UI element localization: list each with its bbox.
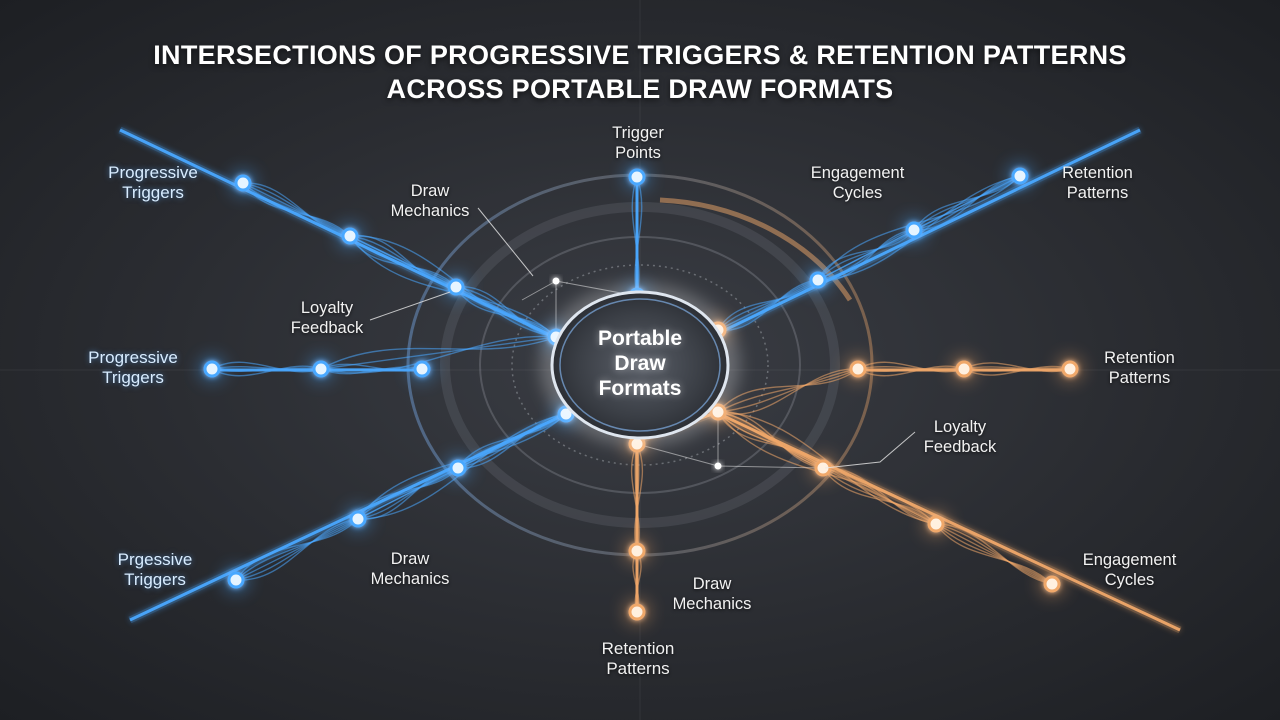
bundle-strand <box>242 182 351 237</box>
bundle-strand <box>235 518 359 581</box>
bundle-strand <box>935 523 1053 585</box>
node <box>341 227 359 245</box>
bundle-strand <box>717 368 859 415</box>
bundle-strand <box>235 518 359 581</box>
center-label: Portable Draw Formats <box>565 326 715 401</box>
thin-connector <box>521 280 557 301</box>
node <box>955 360 973 378</box>
bundle-strand <box>935 523 1053 585</box>
node <box>449 459 467 477</box>
bundle-strand <box>320 336 557 370</box>
center-label-line-1: Portable <box>597 327 683 350</box>
bundle-strand <box>935 523 1053 585</box>
center-label-line-3: Formats <box>598 377 682 400</box>
bundle-strand <box>717 368 859 413</box>
bundle-strand <box>717 368 859 413</box>
bundle-strand <box>717 368 859 413</box>
node <box>349 510 367 528</box>
bundle-strand <box>235 518 359 581</box>
node <box>234 174 252 192</box>
node <box>413 360 431 378</box>
node <box>227 571 245 589</box>
beam <box>724 128 1141 332</box>
node <box>447 278 465 296</box>
bundle-strand <box>935 523 1053 585</box>
node <box>203 360 221 378</box>
bundle-strand <box>235 518 359 581</box>
central-hub <box>540 283 740 447</box>
node <box>905 221 923 239</box>
node <box>1043 575 1061 593</box>
node <box>849 360 867 378</box>
annotation-pointers <box>369 207 916 469</box>
title-line-2: ACROSS PORTABLE DRAW FORMATS <box>386 74 894 104</box>
bundle-strand <box>935 523 1053 585</box>
center-label-line-2: Draw <box>614 352 666 375</box>
bundle-strand <box>320 335 557 374</box>
node <box>628 168 646 186</box>
junction-dot <box>714 462 722 470</box>
node <box>628 542 646 560</box>
bundle-strand <box>235 518 359 581</box>
bundle-strand <box>717 411 824 469</box>
node <box>809 271 827 289</box>
node <box>814 459 832 477</box>
bundle-strand <box>320 336 557 370</box>
node <box>1011 167 1029 185</box>
bundle-strand <box>822 467 937 525</box>
node <box>628 603 646 621</box>
title-line-1: INTERSECTIONS OF PROGRESSIVE TRIGGERS & … <box>153 40 1127 70</box>
junction-dot <box>552 277 560 285</box>
thin-connector <box>717 465 824 469</box>
node <box>927 515 945 533</box>
node <box>1061 360 1079 378</box>
node <box>312 360 330 378</box>
